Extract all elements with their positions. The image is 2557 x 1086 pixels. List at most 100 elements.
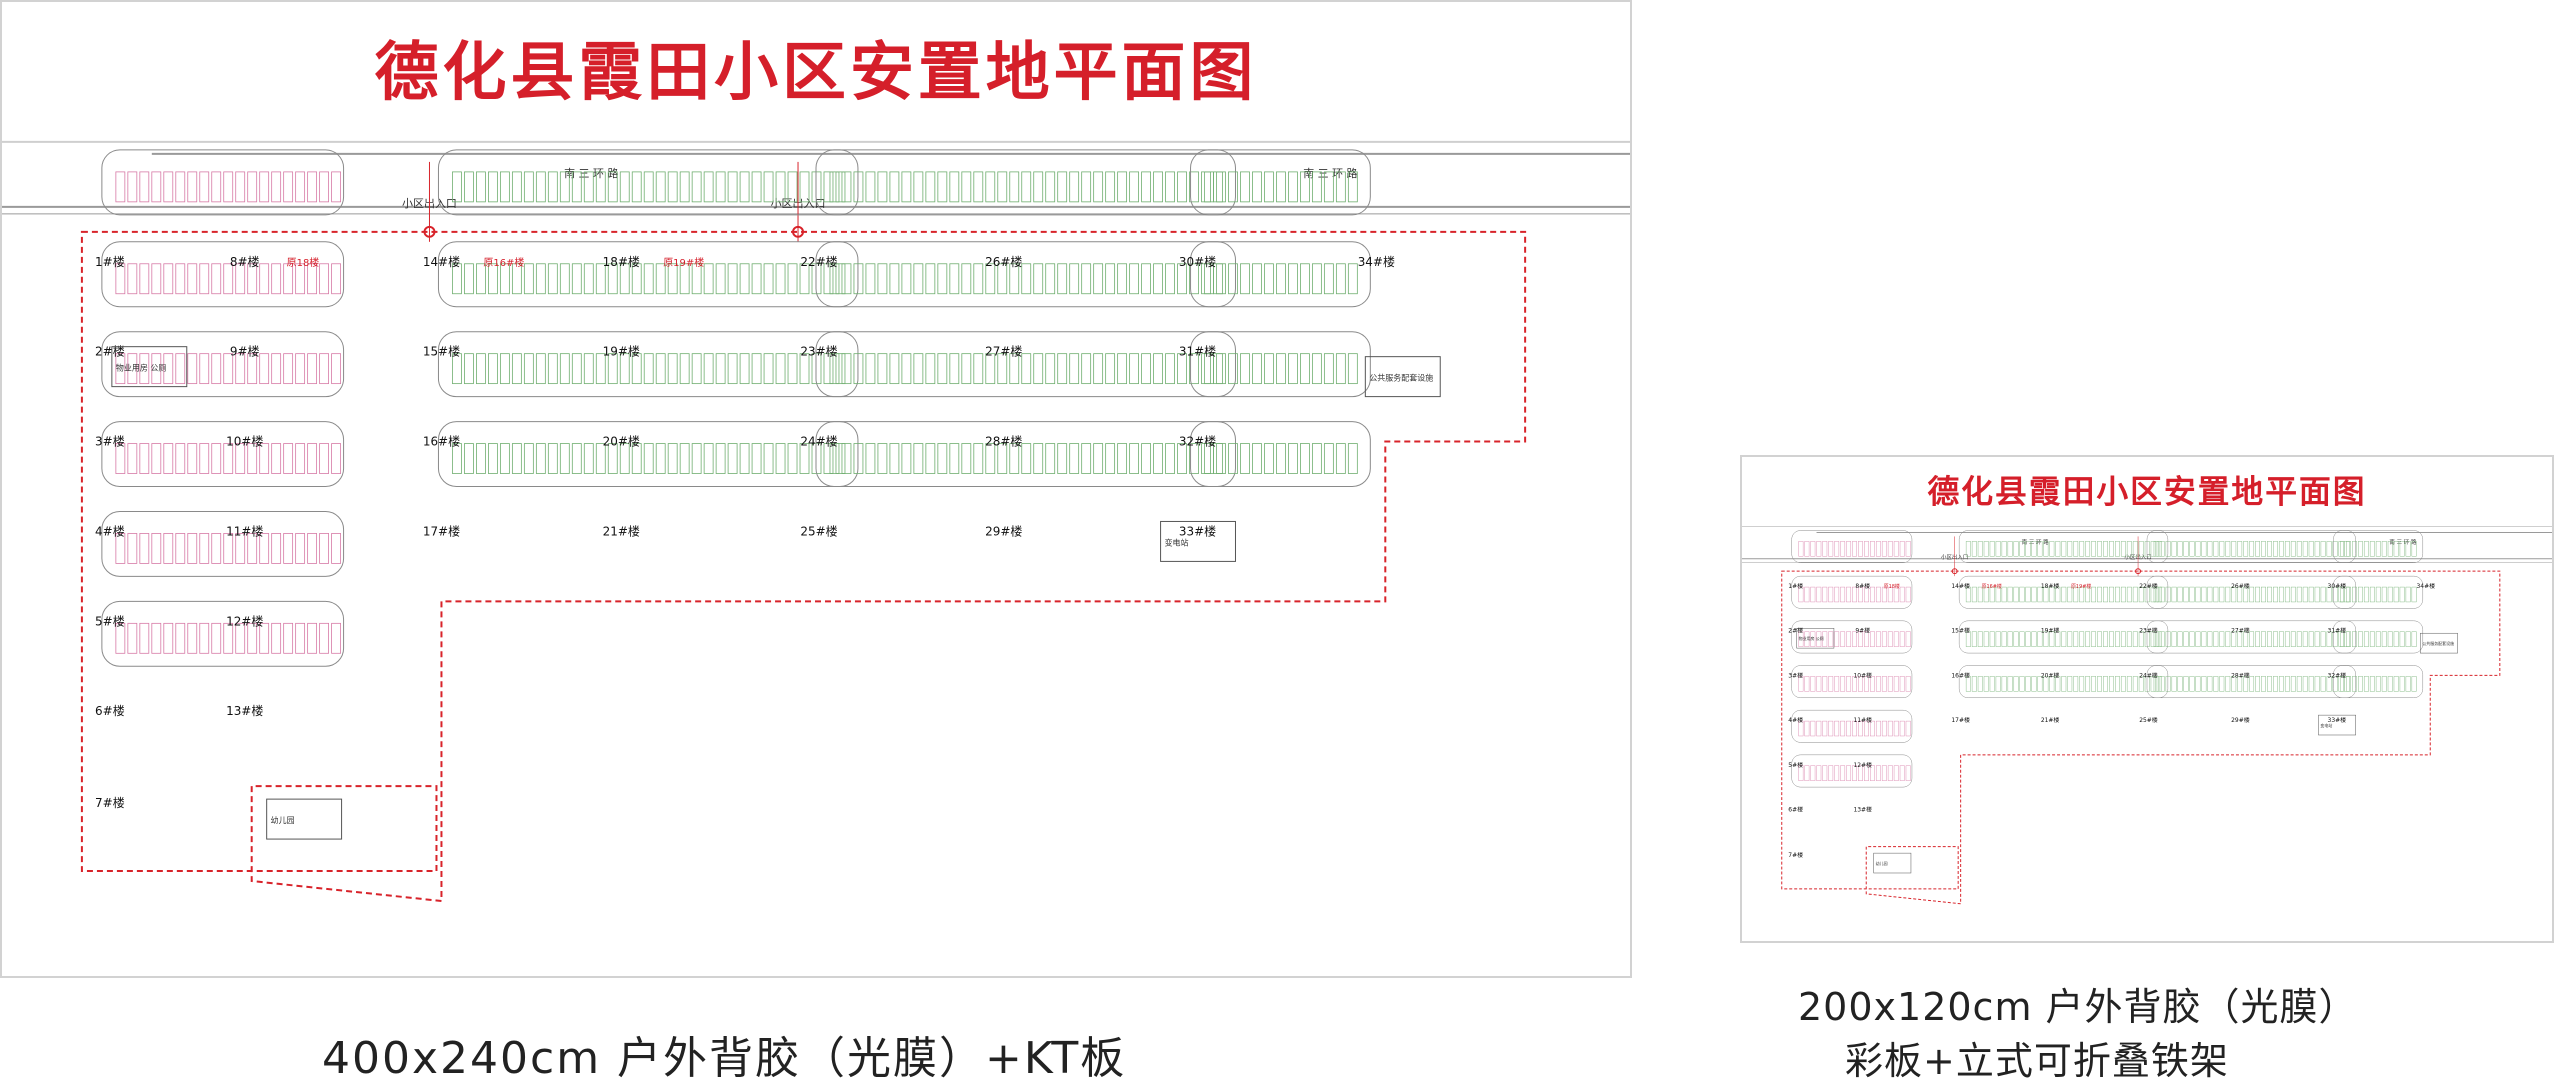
building-block (1791, 620, 1913, 654)
building-block (1190, 331, 1371, 398)
building-label: 11#楼 (226, 523, 263, 538)
building-block (1958, 575, 2169, 609)
building-label: 21#楼 (603, 523, 640, 538)
caption-small-line1: 200x120cm 户外背胶（光膜） (1798, 985, 2358, 1029)
site-boundary (80, 230, 1527, 903)
building-label: 24#楼 (2139, 671, 2158, 679)
building-label: 10#楼 (226, 434, 263, 449)
building-block (2146, 665, 2356, 699)
building-block (1190, 149, 1371, 216)
building-block (101, 331, 345, 398)
building-block (2146, 575, 2356, 609)
building-label: 9#楼 (1855, 627, 1870, 635)
building-note: 原19#楼 (663, 256, 704, 269)
building-label: 5#楼 (1788, 761, 1803, 769)
facility-label: 公共服务配套设施 (1369, 373, 1433, 383)
building-block (1190, 241, 1371, 308)
building-note: 原16#楼 (1982, 583, 2002, 590)
facility-label: 物业用房 公厕 (1799, 636, 1824, 641)
building-label: 19#楼 (2041, 627, 2060, 635)
building-label: 12#楼 (1853, 761, 1872, 769)
building-block (1190, 421, 1371, 488)
building-label: 18#楼 (2041, 582, 2060, 590)
building-label: 23#楼 (2139, 627, 2158, 635)
building-label: 30#楼 (2328, 582, 2347, 590)
building-label: 34#楼 (1358, 254, 1395, 269)
building-label: 3#楼 (1788, 671, 1803, 679)
facility-label: 物业用房 公厕 (116, 363, 166, 373)
plan-title: 德化县霞田小区安置地平面图 (1927, 475, 2366, 511)
building-label: 22#楼 (800, 254, 837, 269)
building-label: 32#楼 (1179, 434, 1216, 449)
facility-block (111, 346, 188, 388)
building-label: 8#楼 (1855, 582, 1870, 590)
site-plan-small: 德化县霞田小区安置地平面图南 三 环 路南 三 环 路小区出入口小区出入口1#楼… (1742, 475, 2552, 905)
facility-label: 幼儿园 (271, 815, 295, 825)
building-label: 3#楼 (95, 434, 125, 449)
building-label: 24#楼 (800, 434, 837, 449)
building-label: 30#楼 (1179, 254, 1216, 269)
building-label: 4#楼 (1788, 716, 1803, 724)
building-block (1791, 709, 1913, 743)
building-label: 14#楼 (1951, 582, 1970, 590)
building-label: 12#楼 (226, 613, 263, 628)
building-label: 18#楼 (603, 254, 640, 269)
building-label: 20#楼 (603, 434, 640, 449)
building-label: 1#楼 (95, 254, 125, 269)
building-label: 29#楼 (2231, 716, 2250, 724)
building-label: 34#楼 (2417, 582, 2436, 590)
building-label: 10#楼 (1853, 671, 1872, 679)
building-label: 20#楼 (2041, 671, 2060, 679)
building-label: 2#楼 (95, 344, 125, 359)
building-block (101, 149, 345, 216)
facility-block (1796, 628, 1835, 649)
building-block (437, 331, 859, 398)
building-label: 19#楼 (603, 344, 640, 359)
caption-large: 400x240cm 户外背胶（光膜）+KT板 (322, 1033, 1127, 1084)
plan-title: 德化县霞田小区安置地平面图 (375, 36, 1258, 110)
building-label: 1#楼 (1788, 582, 1803, 590)
building-block (2333, 620, 2424, 654)
building-label: 28#楼 (985, 434, 1022, 449)
caption-small-line2: 彩板+立式可折叠铁架 (1845, 1039, 2229, 1083)
building-label: 15#楼 (423, 344, 460, 359)
building-block (1791, 530, 1913, 563)
building-block (1791, 754, 1913, 788)
building-block (815, 421, 1236, 488)
building-label: 11#楼 (1853, 716, 1872, 724)
building-note: 原18楼 (1884, 583, 1900, 590)
building-block (2333, 665, 2424, 699)
site-boundary (1781, 570, 2501, 905)
facility-block (266, 798, 343, 840)
facility-label: 幼儿园 (1876, 861, 1888, 866)
building-label: 21#楼 (2041, 716, 2060, 724)
building-label: 9#楼 (230, 344, 260, 359)
building-label: 4#楼 (95, 523, 125, 538)
building-label: 16#楼 (1951, 671, 1970, 679)
building-label: 22#楼 (2139, 582, 2158, 590)
building-label: 23#楼 (800, 344, 837, 359)
building-label: 7#楼 (95, 795, 125, 810)
building-block (815, 149, 1236, 216)
facility-block (1160, 520, 1236, 562)
building-label: 7#楼 (1788, 851, 1803, 859)
building-block (1958, 530, 2169, 563)
building-label: 5#楼 (95, 613, 125, 628)
road-label: 南 三 环 路 (2022, 538, 2050, 546)
building-block (2146, 530, 2356, 563)
building-label: 32#楼 (2328, 671, 2347, 679)
facility-block (2318, 714, 2356, 736)
building-block (1791, 665, 1913, 699)
building-label: 25#楼 (2139, 716, 2158, 724)
building-label: 2#楼 (1788, 627, 1803, 635)
building-label: 6#楼 (1788, 805, 1803, 813)
building-label: 33#楼 (2328, 716, 2347, 724)
building-label: 8#楼 (230, 254, 260, 269)
building-block (1958, 665, 2169, 699)
building-label: 13#楼 (226, 703, 263, 718)
building-block (2333, 530, 2424, 563)
building-block (815, 331, 1236, 398)
building-note: 原19#楼 (2071, 583, 2091, 590)
